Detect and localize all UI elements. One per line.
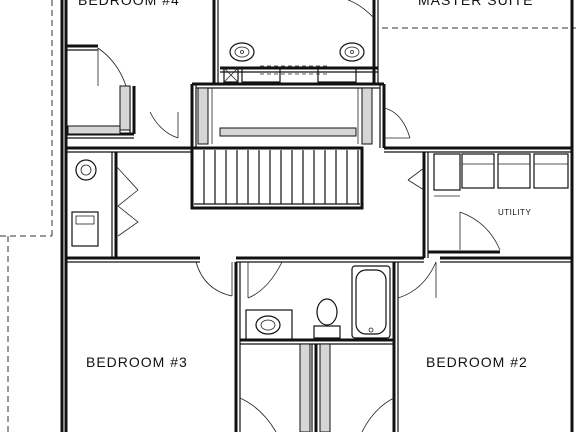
exterior-walls xyxy=(60,0,574,432)
hall-walls xyxy=(66,146,572,153)
hall-bath xyxy=(240,265,394,345)
laundry-left xyxy=(71,152,139,258)
room-label-bedroom-3: BEDROOM #3 xyxy=(86,354,188,370)
utility-room xyxy=(407,152,569,258)
room-label-utility: UTILITY xyxy=(498,208,532,217)
room-label-bedroom-top: BEDROOM #4 xyxy=(78,0,180,8)
master-bath xyxy=(212,0,379,84)
sink-left xyxy=(229,42,255,62)
room-label-bedroom-2: BEDROOM #2 xyxy=(426,354,528,370)
staircase xyxy=(190,146,364,210)
bedroom-top-closet xyxy=(66,44,179,139)
room-label-master-suite: MASTER SUITE xyxy=(418,0,534,8)
master-closet xyxy=(190,82,411,148)
bedroom-closets xyxy=(239,343,395,432)
lower-walls xyxy=(66,256,572,432)
sink-right xyxy=(339,42,365,62)
